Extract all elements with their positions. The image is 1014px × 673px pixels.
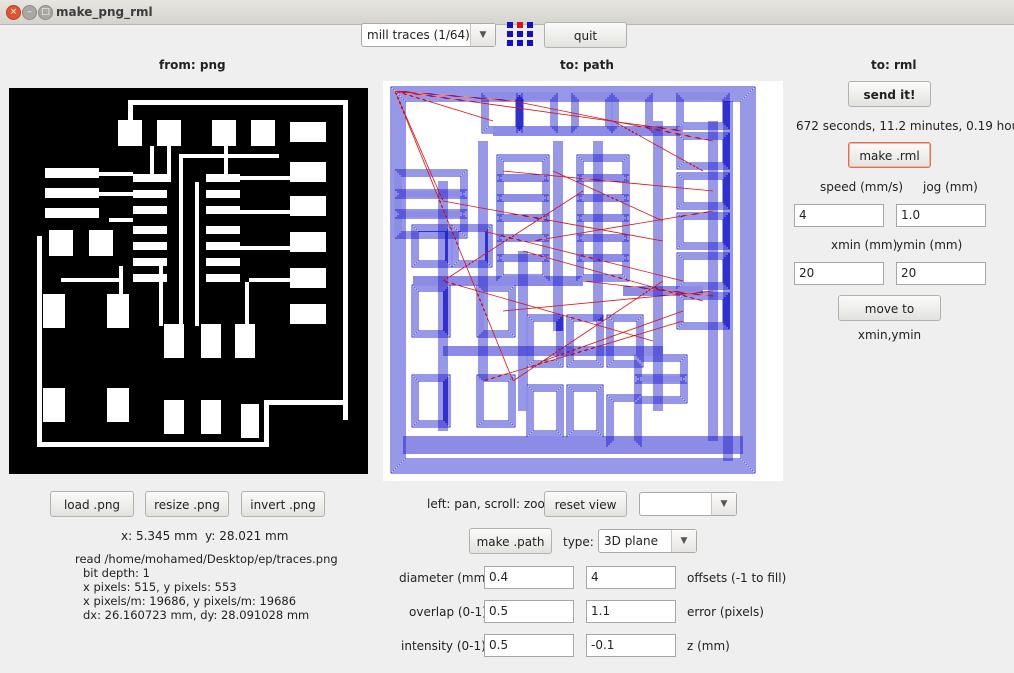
quit-button[interactable]: quit <box>544 22 627 48</box>
chevron-down-icon: ▼ <box>671 530 696 552</box>
pan-zoom-hint: left: pan, scroll: zoom <box>427 497 557 511</box>
z-label: z (mm) <box>687 639 730 653</box>
grid-logo-icon <box>507 22 533 46</box>
maximize-window-icon[interactable]: □ <box>38 5 53 20</box>
minimize-window-icon[interactable]: – <box>22 5 37 20</box>
header-from-png: from: png <box>159 58 226 72</box>
toolpath-group <box>390 86 756 474</box>
overlap-label: overlap (0-1) <box>409 605 487 619</box>
z-field[interactable]: -0.1 <box>586 634 676 657</box>
overlap-field[interactable]: 0.5 <box>484 600 574 623</box>
move-to-xmin-ymin-button[interactable]: move to xmin,ymin <box>838 295 941 342</box>
header-to-rml: to: rml <box>871 58 917 72</box>
ymin-label: ymin (mm) <box>896 238 963 252</box>
make-rml-button[interactable]: make .rml <box>848 142 931 168</box>
chevron-down-icon: ▼ <box>470 24 495 46</box>
time-estimate-text: 672 seconds, 11.2 minutes, 0.19 hours <box>796 119 1014 133</box>
make-path-button[interactable]: make .path <box>469 528 552 554</box>
ymin-field[interactable]: 20 <box>896 262 986 285</box>
offsets-label: offsets (-1 to fill) <box>687 571 787 585</box>
load-png-button[interactable]: load .png <box>50 491 134 517</box>
mode-select-value: mill traces (1/64) <box>367 28 470 42</box>
close-window-icon[interactable]: × <box>6 5 21 20</box>
xmin-field[interactable]: 20 <box>794 262 884 285</box>
invert-png-button[interactable]: invert .png <box>241 491 325 517</box>
info-line-pixels-per-m: x pixels/m: 19686, y pixels/m: 19686 <box>83 594 297 608</box>
header-to-path: to: path <box>560 58 614 72</box>
xmin-label: xmin (mm) <box>831 238 898 252</box>
type-label: type: <box>563 535 594 549</box>
type-select[interactable]: 3D plane ▼ <box>598 529 697 553</box>
diameter-label: diameter (mm) <box>399 571 490 585</box>
diameter-field[interactable]: 0.4 <box>484 566 574 589</box>
jog-field[interactable]: 1.0 <box>896 204 986 227</box>
info-line-bitdepth: bit depth: 1 <box>83 566 150 580</box>
type-select-value: 3D plane <box>604 534 658 548</box>
offsets-field[interactable]: 4 <box>586 566 676 589</box>
intensity-field[interactable]: 0.5 <box>484 634 574 657</box>
mode-select[interactable]: mill traces (1/64) ▼ <box>361 23 496 47</box>
path-preview-canvas[interactable] <box>383 81 783 481</box>
error-label: error (pixels) <box>687 605 764 619</box>
info-line-pixels: x pixels: 515, y pixels: 553 <box>83 580 237 594</box>
speed-label: speed (mm/s) <box>820 180 904 194</box>
png-preview-canvas[interactable] <box>9 88 368 474</box>
speed-field[interactable]: 4 <box>794 204 884 227</box>
reset-view-button[interactable]: reset view <box>544 491 627 517</box>
title-bar: × – □ make_png_rml <box>0 0 1014 25</box>
send-it-button[interactable]: send it! <box>848 81 931 107</box>
resize-png-button[interactable]: resize .png <box>145 491 229 517</box>
error-field[interactable]: 1.1 <box>586 600 676 623</box>
cursor-coords-text: x: 5.345 mm y: 28.021 mm <box>121 529 289 543</box>
jog-label: jog (mm) <box>923 180 978 194</box>
chevron-down-icon: ▼ <box>711 493 736 515</box>
info-line-file: read /home/mohamed/Desktop/ep/traces.png <box>75 552 338 566</box>
info-line-dimensions: dx: 26.160723 mm, dy: 28.091028 mm <box>83 608 310 622</box>
intensity-label: intensity (0-1) <box>401 639 486 653</box>
view-select[interactable]: ▼ <box>639 492 737 516</box>
window-title: make_png_rml <box>56 5 153 19</box>
